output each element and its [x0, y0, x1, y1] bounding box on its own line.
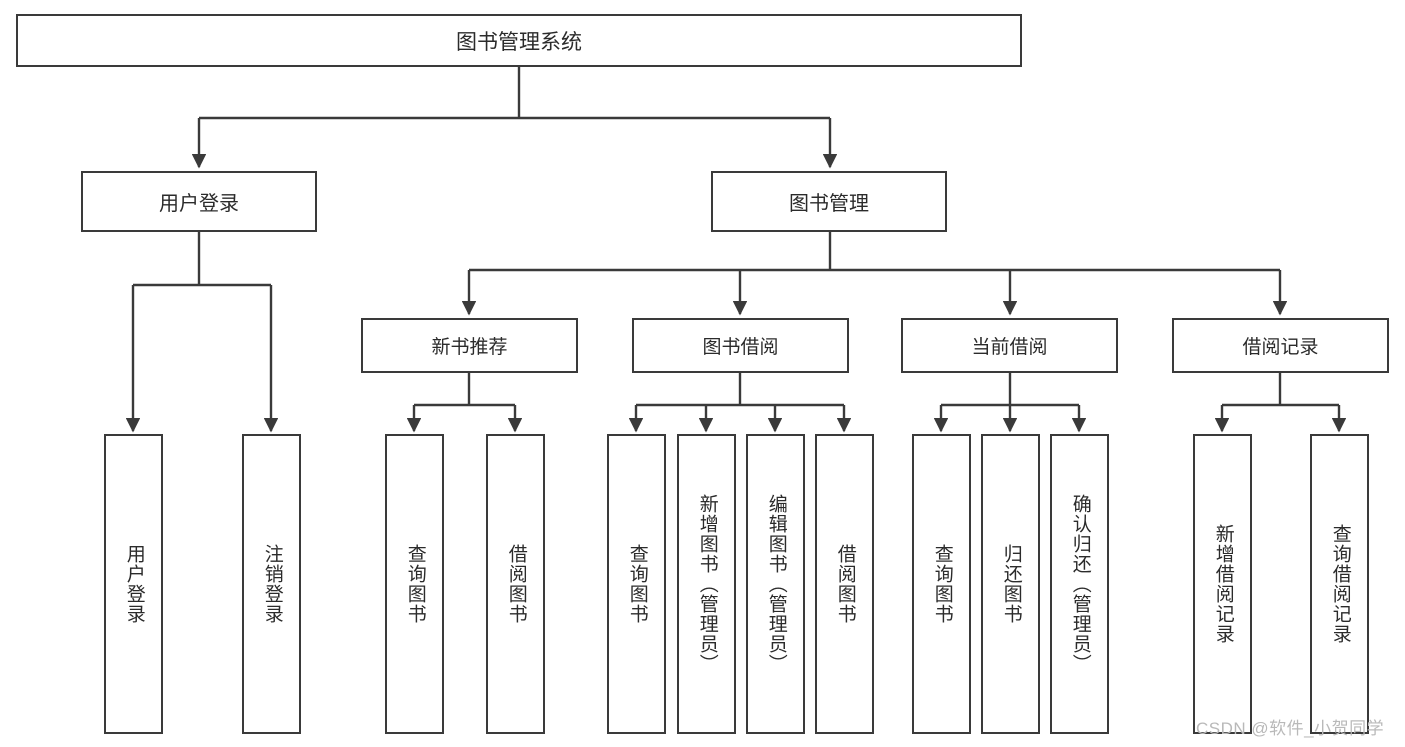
- node-new-book-recommend-label: 新书推荐: [431, 337, 508, 358]
- node-borrow-record[interactable]: 借阅记录: [1172, 318, 1389, 373]
- node-root-label: 图书管理系统: [456, 30, 582, 54]
- leaf-label: 查询借阅记录: [1329, 524, 1351, 644]
- leaf-label: 借阅图书: [834, 544, 856, 624]
- leaf-label: 查询图书: [931, 544, 953, 624]
- csdn-watermark: CSDN @软件_小贺同学: [1196, 719, 1385, 738]
- leaf-book-borrow-edit-admin[interactable]: 编辑图书（管理员）: [746, 434, 805, 734]
- leaf-label: 新增图书（管理员）: [696, 494, 718, 674]
- leaf-new-book-borrow[interactable]: 借阅图书: [486, 434, 545, 734]
- leaf-current-borrow-confirm-admin[interactable]: 确认归还（管理员）: [1050, 434, 1109, 734]
- node-book-management-label: 图书管理: [789, 193, 869, 215]
- node-book-borrow[interactable]: 图书借阅: [632, 318, 849, 373]
- leaf-label: 注销登录: [261, 544, 283, 624]
- leaf-user-login-signout[interactable]: 注销登录: [242, 434, 301, 734]
- node-current-borrow[interactable]: 当前借阅: [901, 318, 1118, 373]
- leaf-current-borrow-return[interactable]: 归还图书: [981, 434, 1040, 734]
- leaf-book-borrow-add-admin[interactable]: 新增图书（管理员）: [677, 434, 736, 734]
- node-user-login-label: 用户登录: [159, 193, 239, 215]
- leaf-label: 查询图书: [404, 544, 426, 624]
- node-new-book-recommend[interactable]: 新书推荐: [361, 318, 578, 373]
- leaf-label: 编辑图书（管理员）: [765, 494, 787, 674]
- node-root-system[interactable]: 图书管理系统: [16, 14, 1022, 67]
- node-book-borrow-label: 图书借阅: [702, 337, 779, 358]
- leaf-user-login-signin[interactable]: 用户登录: [104, 434, 163, 734]
- leaf-label: 查询图书: [626, 544, 648, 624]
- leaf-borrow-record-add[interactable]: 新增借阅记录: [1193, 434, 1252, 734]
- node-user-login[interactable]: 用户登录: [81, 171, 317, 232]
- leaf-current-borrow-query[interactable]: 查询图书: [912, 434, 971, 734]
- leaf-label: 确认归还（管理员）: [1069, 494, 1091, 674]
- node-current-borrow-label: 当前借阅: [971, 337, 1048, 358]
- leaf-borrow-record-query[interactable]: 查询借阅记录: [1310, 434, 1369, 734]
- leaf-label: 归还图书: [1000, 544, 1022, 624]
- node-borrow-record-label: 借阅记录: [1242, 337, 1319, 358]
- leaf-new-book-query[interactable]: 查询图书: [385, 434, 444, 734]
- leaf-label: 借阅图书: [505, 544, 527, 624]
- node-book-management[interactable]: 图书管理: [711, 171, 947, 232]
- leaf-label: 用户登录: [123, 544, 145, 624]
- leaf-label: 新增借阅记录: [1212, 524, 1234, 644]
- leaf-book-borrow-borrow[interactable]: 借阅图书: [815, 434, 874, 734]
- leaf-book-borrow-query[interactable]: 查询图书: [607, 434, 666, 734]
